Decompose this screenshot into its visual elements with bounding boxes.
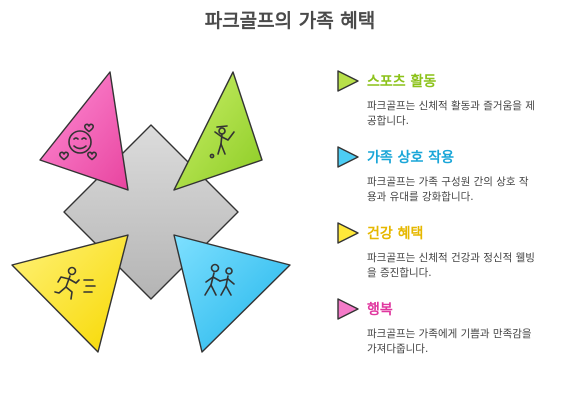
running-person-icon [54, 266, 96, 300]
sports-triangle [173, 71, 263, 191]
golfer-icon [209, 125, 235, 159]
description-line: 파크골프는 신체적 건강과 정신적 웰빙 [367, 252, 535, 264]
page-title: 파크골프의 가족 혜택 [204, 10, 376, 32]
happy-face-hearts-icon [59, 123, 97, 161]
description-line: 공합니다. [367, 115, 409, 127]
description-line: 파크골프는 가족 구성원 간의 상호 작 [367, 176, 529, 188]
family-triangle [173, 234, 291, 353]
triangle-marker-icon [337, 298, 359, 320]
benefit-description: 파크골프는 가족 구성원 간의 상호 작 용과 유대를 강화합니다. [367, 175, 557, 205]
benefit-description: 파크골프는 가족에게 기쁨과 만족감을 가져다줍니다. [367, 327, 557, 357]
description-line: 파크골프는 가족에게 기쁨과 만족감을 [367, 328, 532, 340]
benefit-title: 건강 혜택 [367, 226, 424, 242]
triangle-marker-icon [337, 146, 359, 168]
family-walking-icon [204, 263, 235, 296]
triangle-marker-icon [337, 70, 359, 92]
benefit-description: 파크골프는 신체적 건강과 정신적 웰빙 을 증진합니다. [367, 251, 557, 281]
happiness-triangle [39, 71, 129, 191]
description-line: 을 증진합니다. [367, 267, 432, 279]
description-line: 용과 유대를 강화합니다. [367, 191, 474, 203]
benefit-description: 파크골프는 신체적 활동과 즐거움을 제 공합니다. [367, 99, 557, 129]
description-line: 파크골프는 신체적 활동과 즐거움을 제 [367, 100, 535, 112]
triangle-marker-icon [337, 222, 359, 244]
benefit-title: 스포츠 활동 [367, 74, 437, 90]
description-line: 가져다줍니다. [367, 343, 429, 355]
health-triangle [11, 234, 129, 353]
benefit-title: 가족 상호 작용 [367, 150, 455, 166]
benefit-title: 행복 [367, 302, 393, 318]
